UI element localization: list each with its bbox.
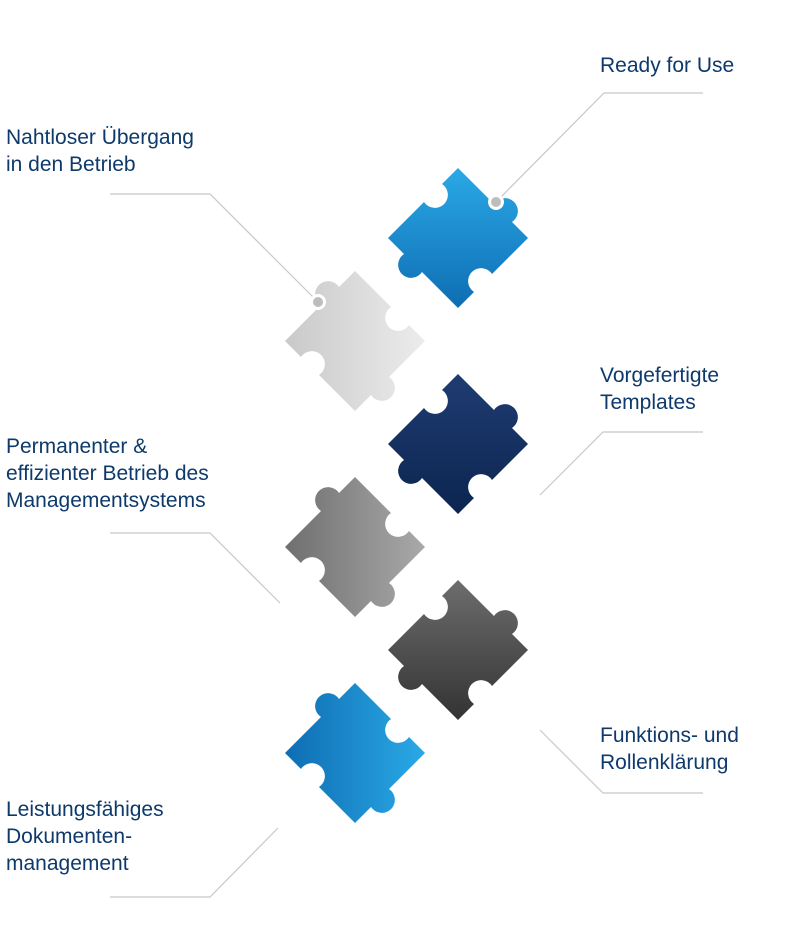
leader-line-permanent: [110, 532, 281, 604]
leader-lines: [110, 92, 703, 898]
piece-navy: [388, 374, 528, 514]
piece-mid-gray: [285, 477, 425, 617]
leader-line-leistung: [110, 827, 279, 898]
piece-blue-top: [388, 168, 528, 308]
piece-blue-bottom: [285, 683, 425, 823]
leader-line-funktion: [539, 729, 703, 794]
label-nahtloser-uebergang: Nahtloser Übergang in den Betrieb: [6, 126, 194, 176]
label-vorgefertigte-templates: Vorgefertigte Templates: [600, 364, 720, 414]
leader-dots: [310, 194, 504, 310]
leader-line-nahtlos: [110, 193, 319, 303]
leader-line-ready: [495, 92, 703, 203]
label-leistungsfaehiges-dokumentenmanagement: Leistungsfähiges Dokumenten- management: [6, 798, 164, 875]
leader-line-vorgefertigt: [539, 431, 703, 496]
piece-light-gray: [285, 271, 425, 411]
label-permanenter-betrieb: Permanenter & effizienter Betrieb des Ma…: [6, 435, 209, 512]
label-funktions-rollenklaerung: Funktions- und Rollenklärung: [600, 724, 739, 774]
puzzle-pieces: [285, 168, 528, 823]
label-ready-for-use: Ready for Use: [600, 54, 735, 77]
piece-dark-gray: [388, 580, 528, 720]
